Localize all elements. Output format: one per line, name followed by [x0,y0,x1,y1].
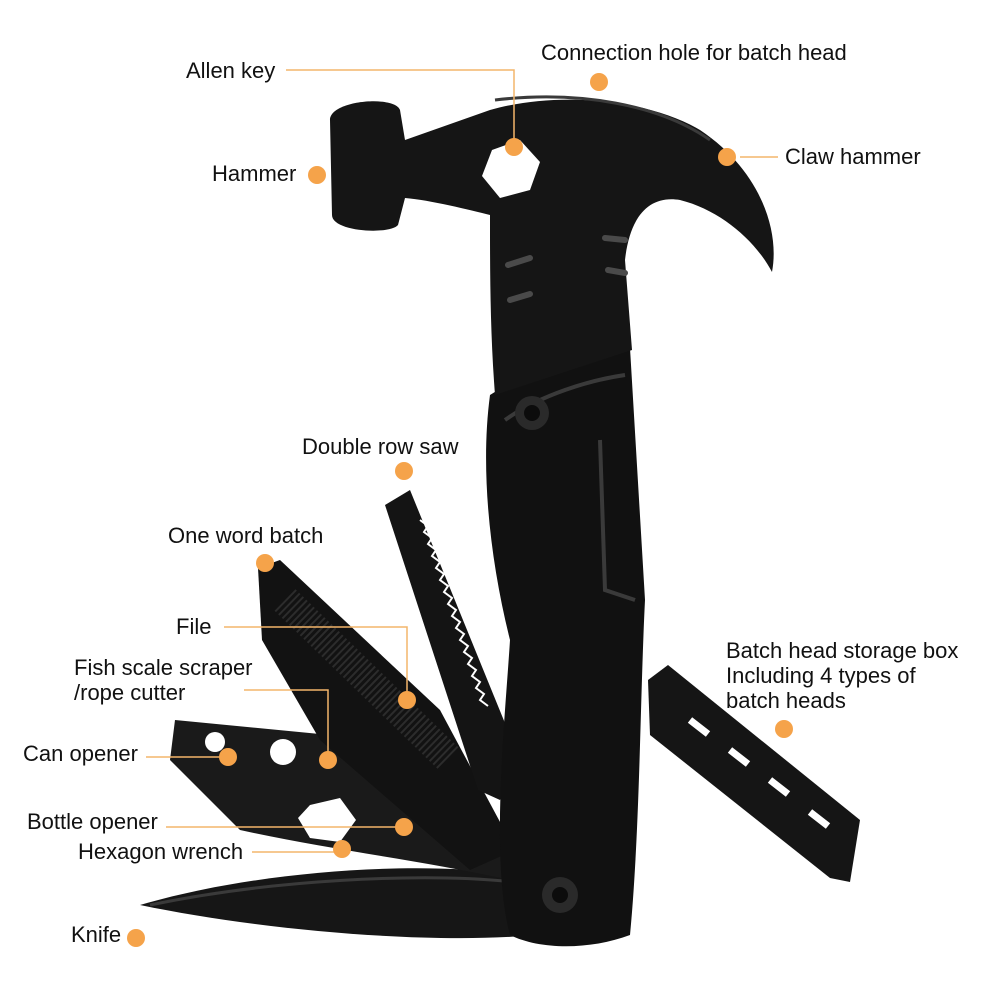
label-fish-scale-line1: Fish scale scraper [74,655,253,680]
label-claw-hammer: Claw hammer [785,144,921,169]
orange-dot-bottle-opener-icon [395,818,413,836]
label-fish-scale-line2: /rope cutter [74,680,186,705]
label-hammer: Hammer [212,161,297,186]
tool-handle [486,348,645,947]
leader-lines [146,69,778,853]
orange-dot-hexagon-wrench-icon [333,840,351,858]
file-blade [258,560,515,870]
label-allen-key: Allen key [186,58,276,83]
leader-file [224,626,408,697]
markers [127,73,793,947]
label-double-row-saw: Double row saw [302,434,459,459]
multitool-blade [170,720,520,880]
batch-head-storage-box [648,665,860,882]
label-storage-line3: batch heads [726,688,846,713]
label-one-word-batch: One word batch [168,523,324,548]
label-knife: Knife [71,922,122,947]
orange-dot-allen-key-icon [505,138,523,156]
label-file: File [176,614,212,639]
label-can-opener: Can opener [23,741,138,766]
orange-dot-hammer-icon [308,166,326,184]
orange-dot-connection-hole-icon [590,73,608,91]
label-connection-hole: Connection hole for batch head [541,40,847,65]
orange-dot-fish-scale-icon [319,751,337,769]
orange-dot-can-opener-icon [219,748,237,766]
label-batch-head-storage-box: Batch head storage box Including 4 types… [726,638,958,713]
orange-dot-storage-box-icon [775,720,793,738]
label-fish-scale-scraper: Fish scale scraper /rope cutter [74,655,253,705]
orange-dot-file-icon [398,691,416,709]
label-hexagon-wrench: Hexagon wrench [78,839,244,864]
label-storage-line1: Batch head storage box [726,638,959,663]
label-storage-line2: Including 4 types of [726,663,916,688]
multi-tool-hammer-icon [140,95,860,947]
leader-allen-key [286,69,515,145]
double-row-saw [385,490,520,800]
orange-dot-claw-hammer-icon [718,148,736,166]
leader-fish-scale [244,689,329,758]
label-bottle-opener: Bottle opener [27,809,158,834]
knife-blade [140,868,535,939]
orange-dot-knife-icon [127,929,145,947]
hammer-head [330,99,774,395]
orange-dot-double-row-saw-icon [395,462,413,480]
orange-dot-one-word-batch-icon [256,554,274,572]
